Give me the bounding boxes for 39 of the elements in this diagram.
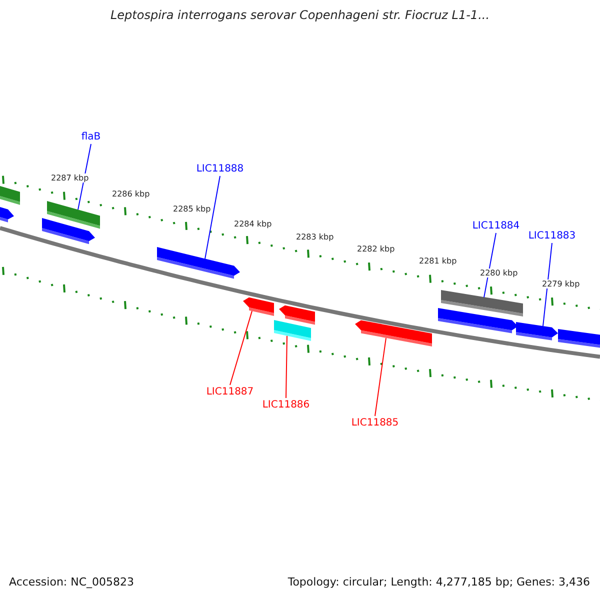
- leader-line: [286, 335, 288, 398]
- gene-feature-block: [42, 217, 95, 247]
- accession-text: Accession: NC_005823: [9, 576, 134, 588]
- scale-label: 2280 kbp: [479, 268, 519, 278]
- scale-label: 2279 kbp: [541, 280, 581, 288]
- gene-feature-block: [558, 328, 600, 349]
- gene-label: LIC11887: [206, 386, 254, 398]
- gene-feature-block: [274, 319, 311, 342]
- map-title: Leptospira interrogans serovar Copenhageni str. Fiocruz L1-1...: [109, 8, 491, 22]
- scale-label: 2285 kbp: [172, 204, 212, 214]
- gene-feature-block: [438, 307, 518, 336]
- scale-label: 2282 kbp: [356, 244, 396, 254]
- gene-label: flaB: [81, 132, 101, 142]
- gene-feature-block: [516, 321, 558, 342]
- gene-feature-block: [279, 303, 315, 326]
- gene-label: LIC11888: [196, 164, 244, 174]
- gene-label: LIC11883: [528, 230, 576, 242]
- gene-feature-block: [355, 318, 432, 348]
- gene-feature-block: [0, 185, 20, 206]
- gene-label: LIC11886: [262, 400, 310, 410]
- genome-summary: Topology: circular; Length: 4,277,185 bp; Genes: 3,436: [288, 576, 590, 588]
- scale-label: 2281 kbp: [418, 256, 458, 266]
- gene-feature-block: [441, 289, 523, 318]
- gene-feature-block: [157, 246, 240, 282]
- scale-label: 2284 kbp: [233, 220, 273, 228]
- gene-feature-block: [47, 200, 100, 230]
- leader-line: [374, 338, 386, 416]
- scale-label: 2283 kbp: [295, 232, 335, 242]
- scale-label: 2287 kbp: [50, 174, 90, 182]
- gene-label: LIC11884: [472, 220, 520, 232]
- leader-line: [484, 232, 496, 298]
- scale-label: 2286 kbp: [111, 190, 151, 198]
- gene-label: LIC11885: [351, 418, 399, 428]
- leader-line: [542, 242, 552, 327]
- gene-feature-block: [0, 206, 14, 226]
- leader-line: [204, 176, 220, 260]
- leader-line: [230, 310, 252, 386]
- leader-line: [78, 144, 92, 210]
- gene-feature-block: [243, 295, 274, 317]
